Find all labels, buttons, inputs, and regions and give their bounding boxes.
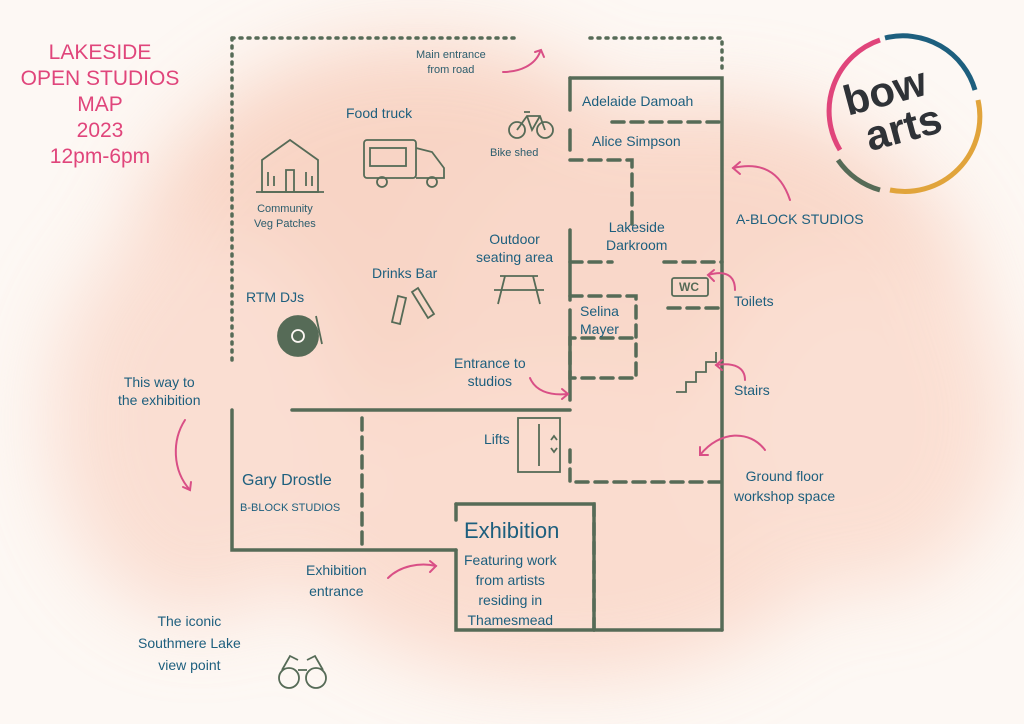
drinks-bar-label: Drinks Bar bbox=[372, 265, 438, 281]
stairs-label: Stairs bbox=[734, 382, 770, 398]
bow-arts-logo bbox=[826, 33, 983, 194]
workshop-label: Ground floor workshop space bbox=[734, 468, 836, 504]
title-line: OPEN STUDIOS bbox=[20, 67, 180, 90]
site-boundary-dotted bbox=[588, 36, 724, 76]
arrow-main-entrance bbox=[502, 51, 541, 73]
title-line: MAP bbox=[77, 93, 123, 116]
a-block-wall bbox=[568, 76, 724, 632]
picnic-table-icon bbox=[494, 275, 544, 305]
exhibition-entrance-label: Exhibition entrance bbox=[306, 562, 367, 599]
studio-selina-mayer: Selina Mayer bbox=[580, 303, 619, 337]
arrow-stairs bbox=[715, 363, 746, 381]
b-block-label: B-BLOCK STUDIOS bbox=[240, 502, 341, 514]
workshop-partition bbox=[568, 448, 724, 484]
exhibition-description: Featuring work from artists residing in … bbox=[464, 552, 557, 628]
main-entrance-label: Main entrance from road bbox=[416, 49, 486, 76]
studio-alice-simpson: Alice Simpson bbox=[592, 133, 681, 149]
binoculars-icon bbox=[278, 654, 327, 689]
arrow-workshop bbox=[699, 434, 766, 456]
food-truck-label: Food truck bbox=[346, 105, 413, 121]
exhibition-wall bbox=[454, 548, 724, 632]
arrow-exhibition-way bbox=[174, 419, 191, 491]
arrow-entrance-studios bbox=[529, 377, 569, 396]
title-line: LAKESIDE bbox=[48, 41, 152, 64]
lift-icon bbox=[517, 417, 561, 473]
b-block-wall bbox=[230, 408, 458, 552]
outdoor-seating-label: Outdoor seating area bbox=[476, 231, 554, 265]
wc-sign-icon bbox=[671, 277, 709, 297]
drinks-bottles-icon bbox=[390, 286, 436, 326]
record-player-icon bbox=[277, 315, 323, 357]
bike-shed-label: Bike shed bbox=[490, 147, 539, 159]
title-line: 2023 bbox=[76, 119, 124, 142]
entrance-studios-label: Entrance to studios bbox=[454, 355, 526, 389]
title-line: 12pm-6pm bbox=[49, 145, 151, 168]
studio-partition bbox=[568, 158, 634, 227]
food-truck-icon bbox=[363, 139, 445, 188]
arrow-toilets bbox=[707, 272, 736, 291]
greenhouse-icon bbox=[256, 138, 324, 193]
a-block-label: A-BLOCK STUDIOS bbox=[736, 211, 864, 227]
wc-sign-label: WC bbox=[679, 280, 699, 294]
bike-icon bbox=[508, 111, 554, 139]
stairs-icon bbox=[676, 352, 717, 393]
toilets-label: Toilets bbox=[734, 293, 774, 309]
rtm-djs-label: RTM DJs bbox=[246, 289, 305, 305]
lakeside-darkroom-label: Lakeside Darkroom bbox=[606, 219, 668, 253]
studio-partition bbox=[568, 294, 638, 380]
gary-drostle-label: Gary Drostle bbox=[242, 472, 332, 489]
lifts-label: Lifts bbox=[484, 431, 510, 447]
exhibition-title: Exhibition bbox=[464, 518, 560, 543]
studio-adelaide-damoah: Adelaide Damoah bbox=[582, 93, 694, 109]
arrow-a-block bbox=[732, 165, 791, 201]
arrow-exhibition-entrance bbox=[387, 563, 437, 579]
southmere-label: The iconic Southmere Lake view point bbox=[138, 613, 241, 673]
this-way-label: This way to the exhibition bbox=[118, 374, 201, 408]
map-title: LAKESIDE OPEN STUDIOS MAP 2023 12pm-6pm bbox=[20, 40, 180, 170]
veg-patches-label: Community Veg Patches bbox=[254, 203, 316, 230]
